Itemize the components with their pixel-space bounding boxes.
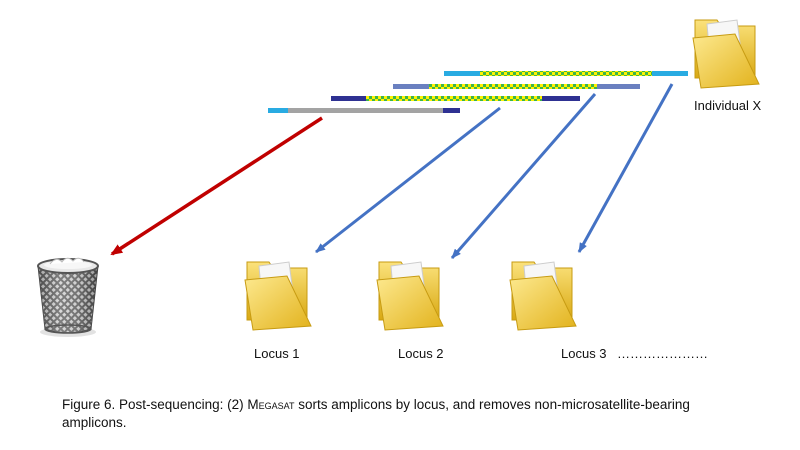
arrow-to-locus-3: [577, 83, 674, 253]
sorting-diagram: [37, 19, 760, 337]
folder-icon-locus-3: [509, 261, 577, 331]
label-locus-2: Locus 2: [398, 346, 444, 361]
arrow-to-locus-1: [315, 106, 501, 254]
caption-software-name: Megasat: [247, 397, 295, 412]
folder-icon-locus-2: [376, 261, 444, 331]
trash-icon: [37, 257, 99, 337]
arrow-to-trash: [110, 116, 323, 256]
folder-icon-individual: [692, 19, 760, 89]
caption-figure-number: Figure 6.: [62, 397, 116, 412]
folder-icon-locus-1: [244, 261, 312, 331]
label-locus-3: Locus 3: [561, 346, 607, 361]
label-locus-1: Locus 1: [254, 346, 300, 361]
amplicon-read-4: [268, 108, 460, 113]
amplicon-read-3: [331, 96, 580, 101]
caption-text-start: Post-sequencing: (2): [115, 397, 248, 412]
amplicon-read-2: [393, 84, 640, 89]
label-individual: Individual X: [694, 98, 762, 113]
arrow-to-locus-2: [450, 93, 597, 259]
amplicon-read-1: [444, 71, 688, 76]
figure-caption: Figure 6. Post-sequencing: (2) Megasat s…: [62, 396, 742, 432]
label-more-loci: …………………: [617, 346, 708, 361]
caption-text-end: sorts amplicons by locus, and removes no…: [62, 397, 690, 430]
